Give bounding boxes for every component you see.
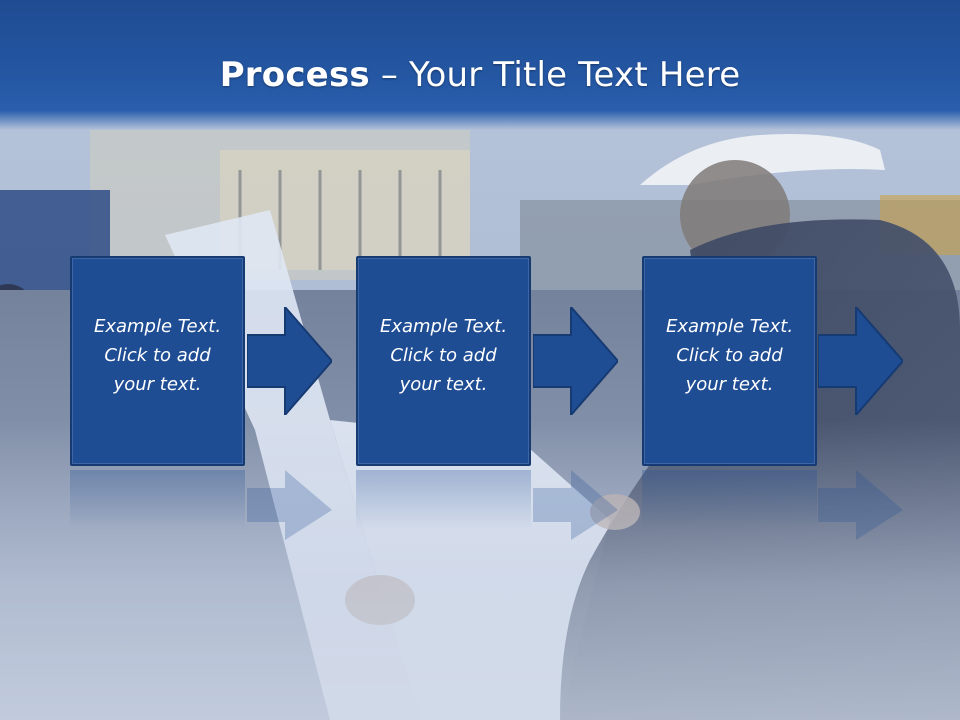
title-rest: – Your Title Text Here — [369, 55, 741, 95]
step-text-line-1: Example Text. — [379, 316, 508, 337]
step-text-line-2: Click to add — [390, 345, 497, 366]
process-step-1[interactable]: Example Text. Click to add your text. — [70, 256, 245, 466]
arrow-reflection — [533, 470, 618, 540]
step-text-line-2: Click to add — [676, 345, 783, 366]
step-text[interactable]: Example Text. Click to add your text. — [654, 312, 805, 399]
background-fade — [0, 420, 960, 720]
title-bar — [0, 0, 960, 130]
right-arrow-icon — [247, 307, 332, 415]
step-text-line-1: Example Text. — [93, 316, 222, 337]
step-text-line-1: Example Text. — [665, 316, 794, 337]
step-reflection — [356, 470, 531, 530]
title-bold: Process — [219, 55, 370, 95]
arrow-reflection — [247, 470, 332, 540]
step-text[interactable]: Example Text. Click to add your text. — [368, 312, 519, 399]
step-box[interactable]: Example Text. Click to add your text. — [642, 256, 817, 466]
step-text-line-3: your text. — [113, 374, 202, 395]
step-box[interactable]: Example Text. Click to add your text. — [70, 256, 245, 466]
step-text-line-2: Click to add — [104, 345, 211, 366]
step-text[interactable]: Example Text. Click to add your text. — [82, 312, 233, 399]
process-step-2[interactable]: Example Text. Click to add your text. — [356, 256, 531, 466]
step-reflection — [642, 470, 817, 530]
process-step-3[interactable]: Example Text. Click to add your text. — [642, 256, 817, 466]
slide-title[interactable]: Process – Your Title Text Here — [0, 52, 960, 98]
right-arrow-icon — [533, 307, 618, 415]
step-reflection — [70, 470, 245, 530]
right-arrow-icon — [818, 307, 903, 415]
step-text-line-3: your text. — [685, 374, 774, 395]
step-text-line-3: your text. — [399, 374, 488, 395]
arrow-reflection — [818, 470, 903, 540]
step-box[interactable]: Example Text. Click to add your text. — [356, 256, 531, 466]
